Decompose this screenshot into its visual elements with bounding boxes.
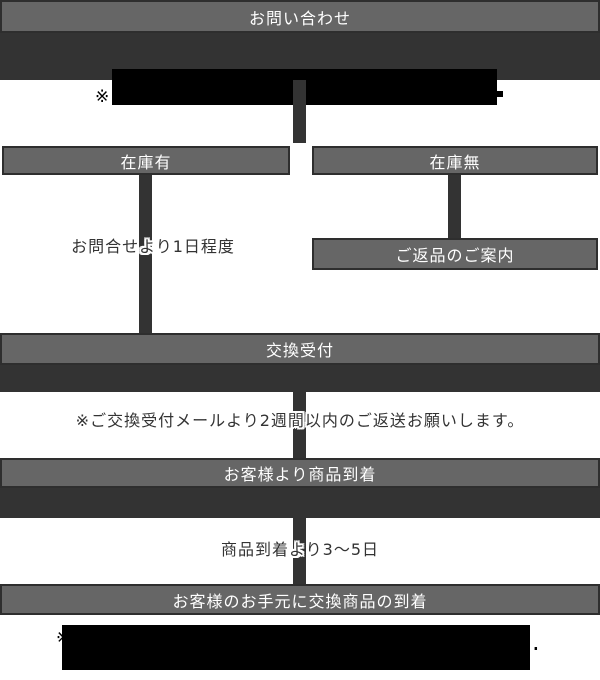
node-product-arrival-bar: お客様より商品到着 xyxy=(0,458,600,488)
connector-out-of-stock-to-return xyxy=(448,175,461,238)
node-inquiry-bar: お問い合わせ xyxy=(0,0,600,33)
connector-exchange-to-arrival xyxy=(293,392,306,458)
node-out-of-stock-bar: 在庫無 xyxy=(312,146,598,175)
delivery-lead-time-note: 商品到着より3〜5日 xyxy=(220,540,380,559)
in-stock-lead-time-note: お問合せより1日程度 xyxy=(71,237,235,256)
return-deadline-note: ※ご交換受付メールより2週間以内のご返送お願いします。 xyxy=(75,411,525,430)
inquiry-note-band: ※ xyxy=(0,33,600,107)
node-exchange-reception-bar: 交換受付 xyxy=(0,333,600,365)
arrival-note-band: 品 xyxy=(0,488,600,518)
node-in-stock-bar: 在庫有 xyxy=(2,146,290,175)
node-exchange-delivered-bar: お客様のお手元に交換商品の到着 xyxy=(0,584,600,615)
footer-note-redaction xyxy=(62,625,530,670)
inquiry-note-redaction-tail xyxy=(493,91,503,97)
connector-arrival-to-delivery xyxy=(293,518,306,584)
connector-in-stock-to-exchange xyxy=(139,175,152,333)
connector-inquiry-to-branches xyxy=(293,80,306,143)
inquiry-note-marker: ※ xyxy=(95,87,110,107)
exchange-note-band: 不 内 xyxy=(0,365,600,392)
node-return-guidance-bar: ご返品のご案内 xyxy=(312,238,598,270)
footer-note-period: . xyxy=(532,628,540,656)
